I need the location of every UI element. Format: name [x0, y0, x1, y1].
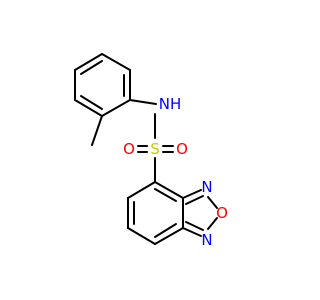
nitrogen-upper-label: N: [201, 178, 212, 196]
molecule-structure: NH S O O N O N: [74, 53, 228, 249]
oxygen-right-label: O: [176, 140, 188, 158]
tolyl-ring: [74, 53, 131, 117]
bond: [129, 99, 157, 105]
methyl-bond: [91, 115, 103, 146]
benzo-ring: [127, 181, 184, 245]
double-bond: [80, 95, 103, 110]
nitrogen-lower-label: N: [201, 231, 212, 249]
furazan-ring: [182, 189, 218, 237]
double-bond: [154, 223, 177, 238]
sulfur-label: S: [150, 140, 160, 158]
double-bond: [80, 60, 103, 75]
oxygen-ring-label: O: [216, 204, 228, 222]
bond: [74, 99, 103, 117]
bond: [154, 227, 184, 245]
bond: [101, 99, 131, 117]
bond: [154, 181, 184, 199]
nh-label: NH: [159, 95, 182, 113]
bond: [127, 181, 156, 199]
bond: [127, 227, 156, 245]
bond: [207, 196, 218, 209]
double-bond: [185, 221, 204, 231]
double-bond: [182, 189, 202, 199]
double-bond: [185, 195, 204, 205]
bond: [207, 217, 218, 230]
bond: [101, 53, 131, 71]
oxygen-left-label: O: [123, 140, 135, 158]
double-bond: [182, 227, 202, 237]
bond: [74, 53, 103, 71]
double-bond: [154, 188, 177, 202]
